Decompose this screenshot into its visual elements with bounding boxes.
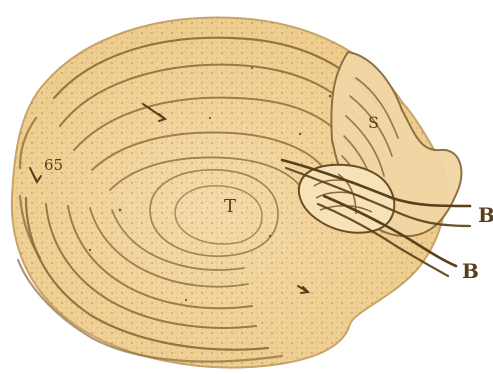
center-label-t: T xyxy=(224,196,236,217)
label-b-upper: B xyxy=(478,203,493,227)
figure-number-label: 65 xyxy=(44,156,63,174)
label-b-lower: B xyxy=(462,259,479,283)
side-label-s: S xyxy=(368,113,379,132)
